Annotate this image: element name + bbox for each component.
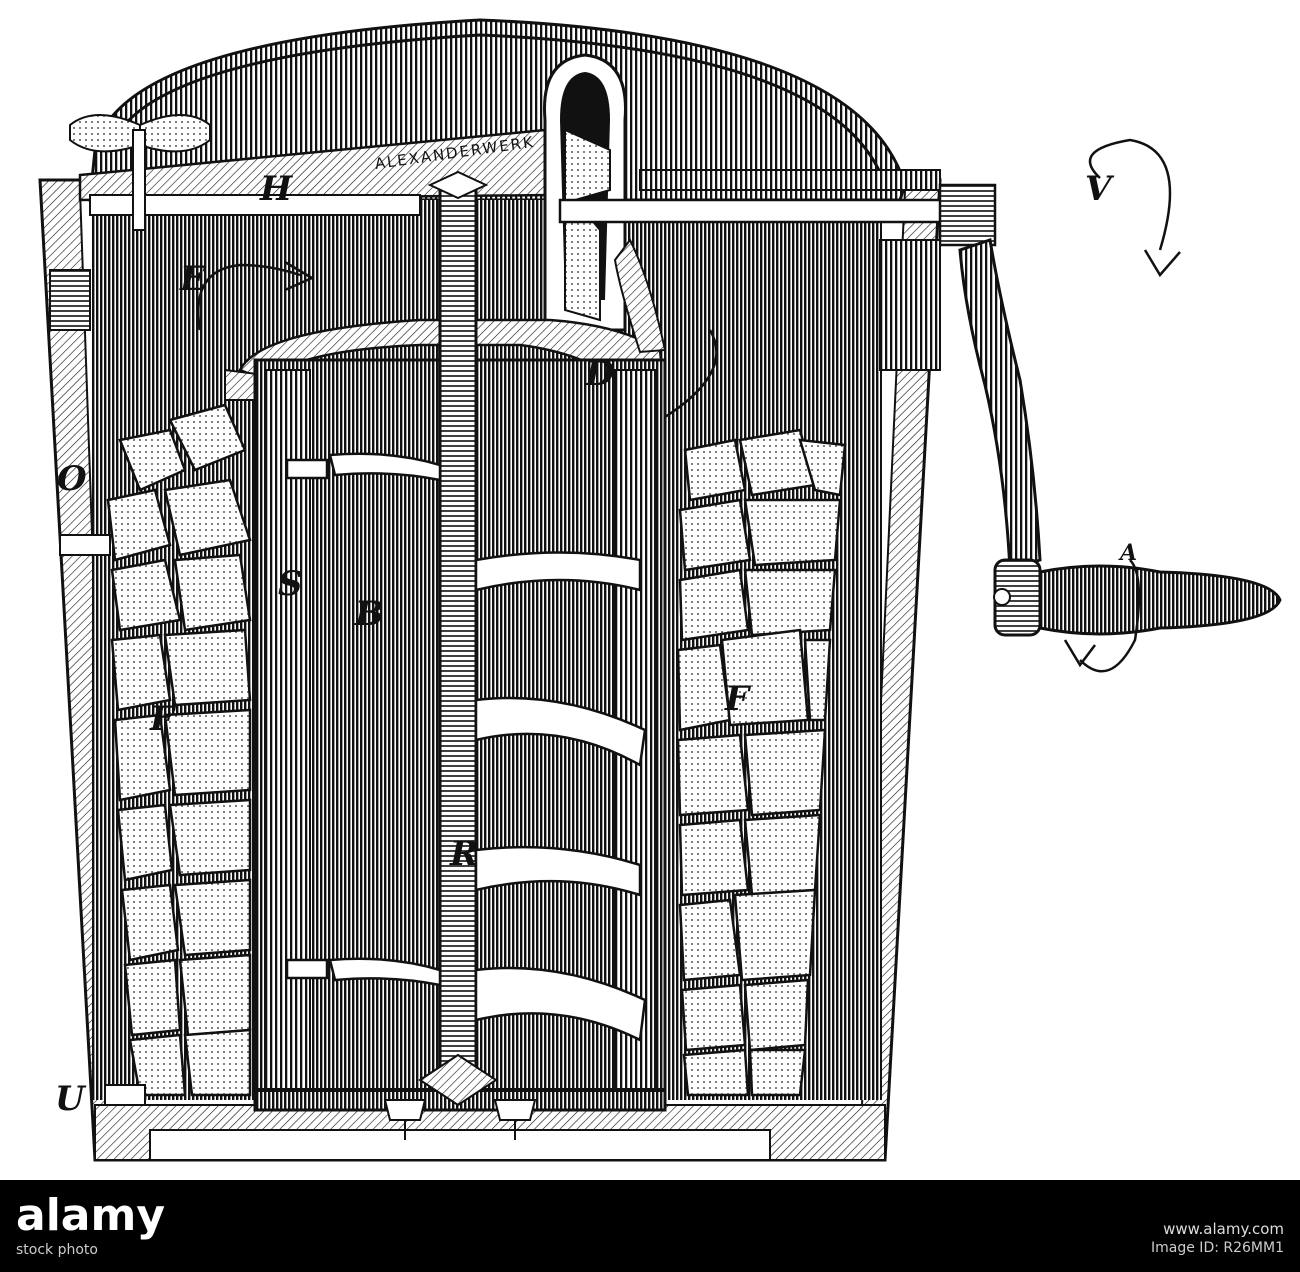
label-r: R xyxy=(449,834,478,874)
crank-shaft xyxy=(558,169,997,371)
lid-plate-h xyxy=(69,114,552,231)
site-url: www.alamy.com xyxy=(1163,1220,1284,1238)
image-id: Image ID: R26MM1 xyxy=(1151,1240,1284,1256)
label-u: U xyxy=(55,1079,87,1119)
part-labels: H E D O S B F F R U V A xyxy=(55,169,1137,1119)
dasher-blades xyxy=(285,452,647,1042)
label-a: A xyxy=(1118,540,1137,566)
label-e: E xyxy=(179,259,207,299)
ice-cream-maker-cross-section: ALEXANDERWERK H E D O S B F F R U V A xyxy=(38,18,1282,1162)
gear-housing xyxy=(543,53,627,332)
stock-photo-label: stock photo xyxy=(16,1242,98,1258)
label-f-right: F xyxy=(724,679,752,719)
label-h: H xyxy=(259,169,294,209)
ice-right xyxy=(676,428,847,1097)
side-fittings xyxy=(49,269,146,1106)
label-b: B xyxy=(354,594,384,634)
watermark-footer: alamy stock photo www.alamy.com Image ID… xyxy=(0,1180,1300,1272)
label-s: S xyxy=(278,564,303,604)
label-f-left: F xyxy=(149,699,177,739)
crank-handle xyxy=(958,238,1282,637)
label-o: O xyxy=(57,459,87,499)
dasher-shaft xyxy=(418,170,498,1107)
label-d: D xyxy=(584,354,615,394)
bottom-screws xyxy=(383,1099,537,1140)
ice-left xyxy=(106,403,252,1097)
label-v: V xyxy=(1085,169,1115,209)
alamy-logo: alamy xyxy=(16,1190,165,1241)
